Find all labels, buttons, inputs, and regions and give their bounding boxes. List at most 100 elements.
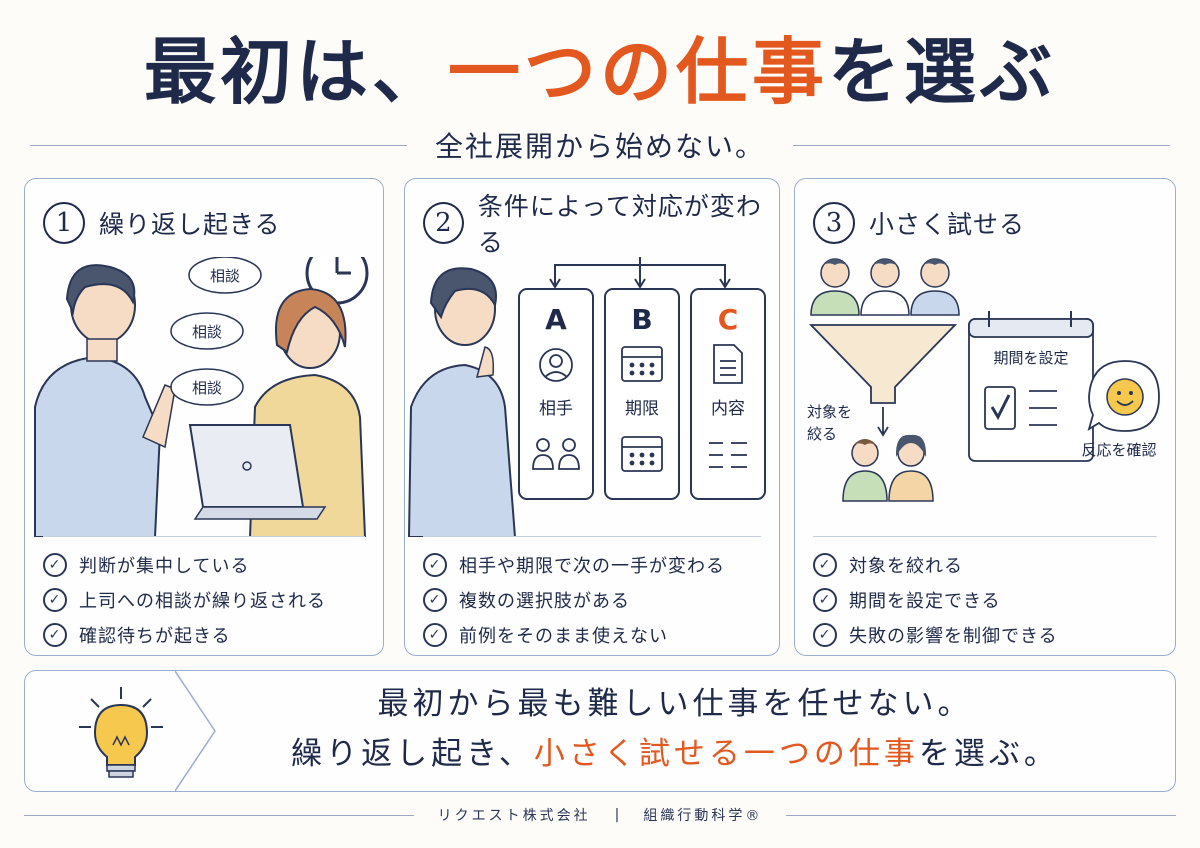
person-icon [888,434,934,502]
funnel-icon [808,324,958,437]
conclusion-line-1: 最初から最も難しい仕事を任せない。 [377,686,973,722]
feedback-label: 反応を確認 [1081,441,1156,459]
card-header: 3 小さく試せる [813,201,1025,245]
check-icon: ✓ [423,587,447,612]
check-icon: ✓ [43,552,67,577]
card-title: 小さく試せる [869,210,1026,239]
speech-bubble: 相談 [170,312,244,350]
footer-rule-right [786,814,1176,816]
check-item: ✓ 相手や期限で次の一手が変わる [423,547,753,582]
calendar-icon [621,346,663,382]
check-item: ✓上司への相談が繰り返される [43,582,373,617]
option-letter: B [631,303,652,336]
check-item: ✓前例をそのまま使えない [423,617,753,652]
check-icon: ✓ [813,552,837,577]
check-item: ✓ 失敗の影響を制御できる [813,617,1143,652]
branching-illustration: A 相手 B 期限 [407,257,766,537]
speech-bubble: 相談 [188,257,262,294]
company-name: リクエスト株式会社 [437,808,591,824]
branch-arrows [549,257,731,289]
option-b: B 期限 [604,288,680,500]
card-number: 1 [43,202,85,244]
lightbulb-icon [79,687,163,778]
check-text: 前例をそのまま使えない [459,625,668,647]
card-title: 条件によって対応が変わる [477,192,762,257]
option-label: 相手 [539,399,573,419]
option-letter: C [718,303,739,336]
check-icon: ✓ [423,552,447,577]
conclusion-line-2: 繰り返し起き、小さく試せる一つの仕事を選ぶ。 [225,729,1125,779]
line2-pre: 繰り返し起き、 [291,736,534,772]
check-item: ✓ 対象を絞れる [813,547,1143,582]
check-text: 相手や期限で次の一手が変わる [459,555,725,577]
card-divider [813,536,1157,537]
title-accent: 一つの仕事 [447,30,828,114]
check-item: ✓ 複数の選択肢がある [423,582,753,617]
check-icon: ✓ [813,622,837,647]
card-number: 3 [813,202,855,244]
option-letter: A [545,303,567,336]
check-text: 対象を絞れる [849,555,963,577]
card-header: 2 条件によって対応が変わる [423,192,779,257]
bubble-text: 相談 [192,323,222,341]
laptop-icon [188,424,327,520]
lines-icon [709,442,747,468]
thinking-man-figure [407,267,517,537]
line2-accent: 小さく試せる一つの仕事 [533,736,919,772]
calendar-label: 期間を設定 [993,349,1068,367]
option-label: 期限 [625,399,659,419]
check-text: 失敗の影響を制御できる [849,625,1058,647]
person-icon [860,258,910,316]
line2-post: を選ぶ。 [918,736,1059,772]
speech-bubble: 相談 [170,368,244,406]
chevron-divider [175,671,216,791]
check-icon: ✓ [43,622,67,647]
check-item: ✓ 判断が集中している [43,547,373,582]
checklist: ✓ 対象を絞れる ✓ 期間を設定できる ✓ 失敗の影響を制御できる [813,547,1143,652]
check-text: 期間を設定できる [849,590,1001,612]
person-icon [539,348,573,382]
conclusion-text: 最初から最も難しい仕事を任せない。 繰り返し起き、小さく試せる一つの仕事を選ぶ。 [225,679,1125,779]
option-c: C 内容 [690,288,766,500]
footer-rule-left [24,814,414,816]
card-divider [43,536,365,537]
check-text: 複数の選択肢がある [459,590,630,612]
card-divider [423,536,761,537]
period-calendar: 期間を設定 [968,311,1094,462]
funnel-illustration: 対象を 絞る 期間を設定 [807,258,1160,502]
conclusion-panel: 最初から最も難しい仕事を任せない。 繰り返し起き、小さく試せる一つの仕事を選ぶ。 [24,670,1176,792]
person-icon [910,258,960,316]
option-label: 内容 [711,399,745,419]
card-number: 2 [423,202,464,244]
subtitle-row: 全社展開から始めない。 [30,125,1171,165]
people-icon [532,438,580,470]
check-text: 確認待ちが起きる [79,625,231,647]
check-icon: ✓ [813,587,837,612]
person-icon [842,439,888,502]
card-title: 繰り返し起きる [99,210,281,239]
footer: リクエスト株式会社 | 組織行動科学® [24,800,1176,830]
card-repeat: 1 繰り返し起きる 相談 相談 相談 [24,178,384,656]
tagline: 組織行動科学® [643,808,763,824]
title-pre: 最初は、 [143,30,448,114]
check-item: ✓ 確認待ちが起きる [43,617,373,652]
card-header: 1 繰り返し起きる [43,201,281,245]
card-small-test: 3 小さく試せる 対象を 絞る [794,178,1176,656]
check-text: 判断が集中している [79,555,250,577]
page-title: 最初は、一つの仕事を選ぶ [0,22,1200,122]
divider-right [793,144,1171,146]
man-figure [34,264,176,537]
person-icon [810,258,860,316]
funnel-label: 絞る [807,425,837,443]
card-conditions: 2 条件によって対応が変わる A 相手 [404,178,780,656]
check-item: ✓ 期間を設定できる [813,582,1143,617]
footer-separator: | [614,807,620,823]
divider-left [30,144,407,146]
funnel-label: 対象を [807,403,852,421]
consultation-illustration: 相談 相談 相談 [34,257,369,537]
checklist: ✓ 相手や期限で次の一手が変わる ✓ 複数の選択肢がある ✓前例をそのまま使えない [423,547,753,652]
calendar-icon [621,436,663,472]
bubble-text: 相談 [210,267,240,285]
smiley-bubble-icon [1087,360,1160,432]
check-icon: ✓ [43,587,67,612]
